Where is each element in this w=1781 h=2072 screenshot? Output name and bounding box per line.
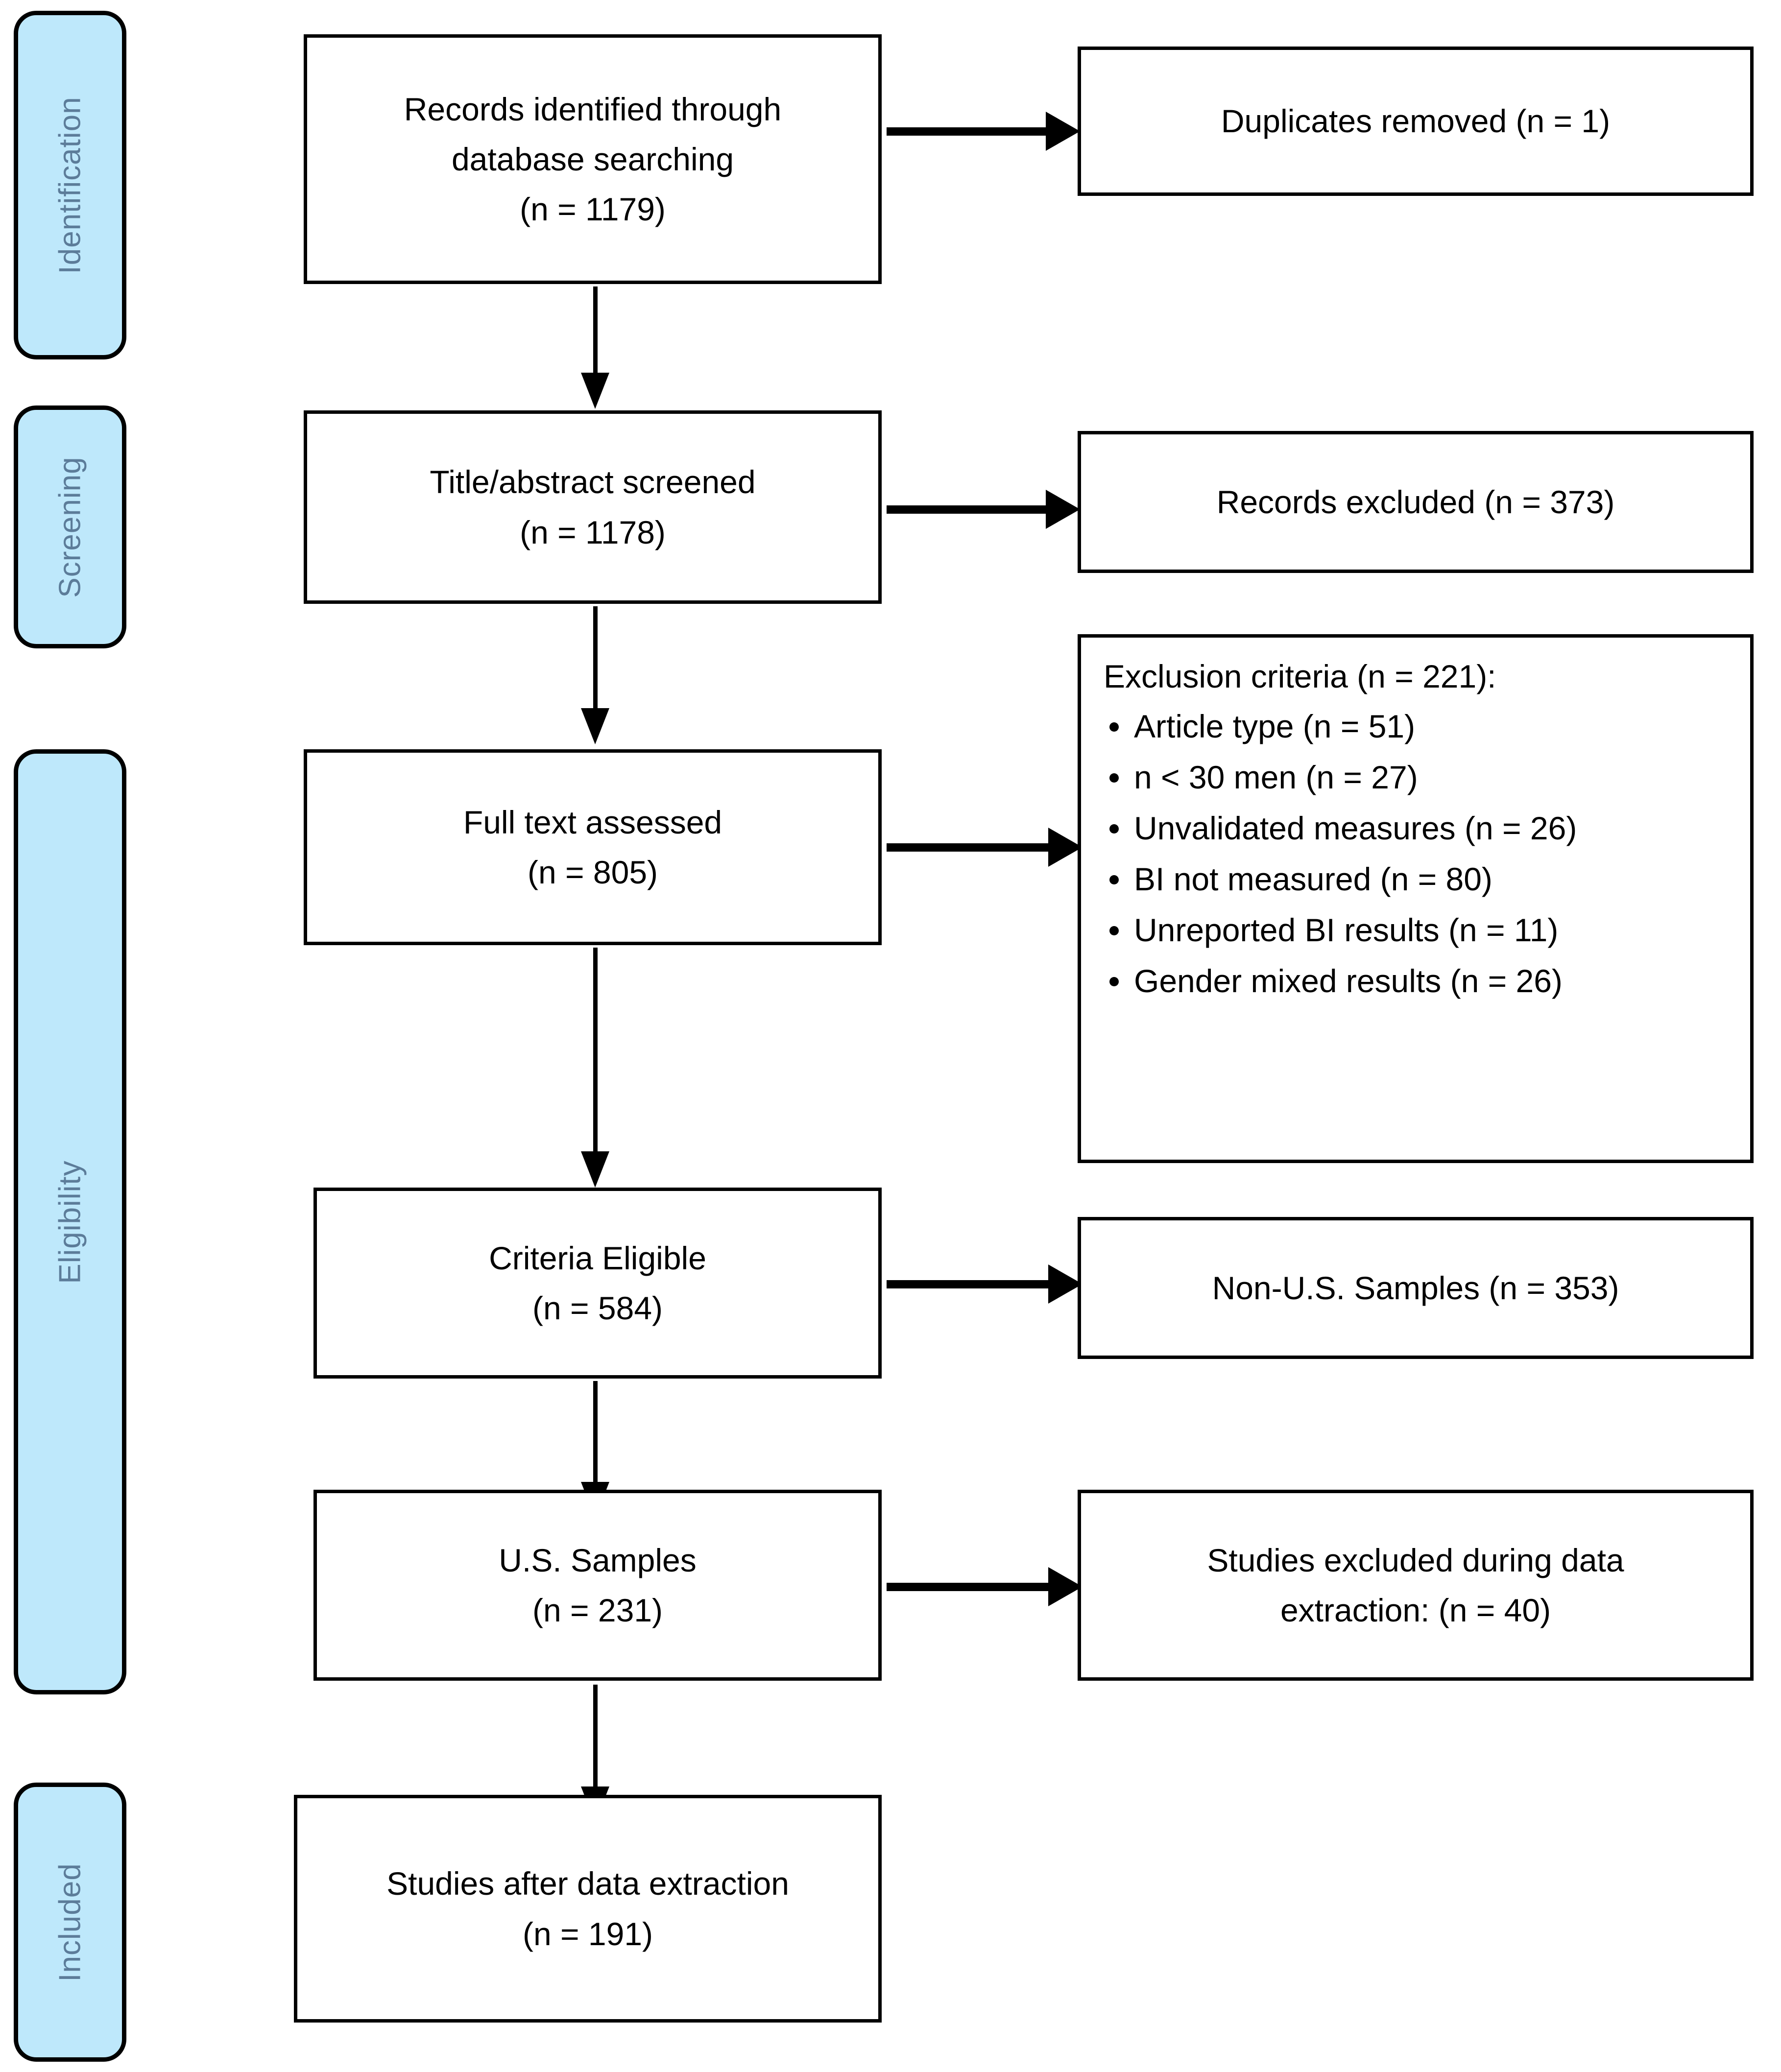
box-records-identified: Records identified through database sear…: [304, 34, 882, 284]
arrow-shaft: [593, 1685, 598, 1787]
studies-after-extraction-line-2: (n = 191): [523, 1915, 653, 1952]
arrow-screened-to-fulltext: [580, 606, 610, 744]
criteria-eligible-line-1: Criteria Eligible: [489, 1239, 706, 1276]
list-item: Unvalidated measures (n = 26): [1109, 810, 1733, 847]
box-records-excluded: Records excluded (n = 373): [1078, 431, 1754, 573]
arrow-shaft: [593, 948, 598, 1152]
bullet-icon: [1109, 824, 1119, 834]
box-title-abstract-screened: Title/abstract screened (n = 1178): [304, 410, 882, 604]
arrow-head: [1046, 490, 1080, 529]
stage-pill-screening: Screening: [14, 405, 126, 648]
arrow-head: [581, 373, 609, 409]
box-studies-excluded-extraction: Studies excluded during data extraction:…: [1078, 1490, 1754, 1681]
arrow-records-to-duplicates: [887, 112, 1080, 151]
arrow-fulltext-to-eligible: [580, 948, 610, 1188]
us-samples-line-2: (n = 231): [532, 1592, 663, 1628]
studies-excluded-extraction-line-2: extraction: (n = 40): [1280, 1592, 1551, 1628]
stage-label-eligibility: Eligibility: [53, 1160, 87, 1284]
box-studies-after-extraction: Studies after data extraction (n = 191): [294, 1795, 882, 2023]
duplicates-removed-line-1: Duplicates removed (n = 1): [1221, 103, 1611, 140]
exclusion-criteria-list: Article type (n = 51) n < 30 men (n = 27…: [1104, 708, 1733, 1000]
non-us-samples-line-1: Non-U.S. Samples (n = 353): [1212, 1269, 1619, 1306]
title-abstract-screened-line-2: (n = 1178): [520, 514, 666, 550]
full-text-assessed-line-1: Full text assessed: [463, 804, 722, 840]
title-abstract-screened-line-1: Title/abstract screened: [430, 464, 756, 500]
arrow-shaft: [593, 286, 598, 374]
arrow-shaft: [887, 505, 1048, 514]
list-item-label: Unreported BI results (n = 11): [1134, 911, 1559, 948]
records-excluded-line-1: Records excluded (n = 373): [1216, 483, 1615, 520]
box-duplicates-removed: Duplicates removed (n = 1): [1078, 47, 1754, 196]
arrow-ussamples-to-excluded-extraction: [887, 1567, 1083, 1606]
list-item: BI not measured (n = 80): [1109, 860, 1733, 898]
arrow-shaft: [887, 843, 1051, 852]
stage-label-identification: Identification: [53, 96, 87, 274]
arrow-head: [1048, 1264, 1083, 1304]
box-us-samples: U.S. Samples (n = 231): [313, 1490, 882, 1681]
arrow-shaft: [887, 1280, 1051, 1288]
list-item-label: Unvalidated measures (n = 26): [1134, 810, 1577, 846]
list-item-label: n < 30 men (n = 27): [1134, 759, 1418, 796]
list-item: Gender mixed results (n = 26): [1109, 962, 1733, 1000]
stage-pill-eligibility: Eligibility: [14, 749, 126, 1694]
box-exclusion-criteria: Exclusion criteria (n = 221): Article ty…: [1078, 634, 1754, 1163]
stage-pill-included: Included: [14, 1783, 126, 2062]
exclusion-criteria-title: Exclusion criteria (n = 221):: [1104, 658, 1496, 694]
full-text-assessed-line-2: (n = 805): [528, 854, 658, 890]
arrow-eligible-to-nonus: [887, 1264, 1083, 1304]
arrow-head: [581, 1151, 609, 1188]
arrow-records-to-screened: [580, 286, 610, 409]
bullet-icon: [1109, 926, 1119, 935]
arrow-shaft: [593, 606, 598, 709]
arrow-shaft: [593, 1381, 598, 1483]
arrow-head: [581, 708, 609, 744]
box-non-us-samples: Non-U.S. Samples (n = 353): [1078, 1217, 1754, 1359]
arrow-screened-to-excluded: [887, 490, 1080, 529]
box-criteria-eligible: Criteria Eligible (n = 584): [313, 1188, 882, 1379]
list-item: Article type (n = 51): [1109, 708, 1733, 745]
us-samples-line-1: U.S. Samples: [499, 1542, 697, 1578]
arrow-head: [1048, 1567, 1083, 1606]
records-identified-line-3: (n = 1179): [520, 191, 666, 228]
records-identified-line-1: Records identified through: [404, 91, 782, 127]
bullet-icon: [1109, 722, 1119, 732]
arrow-shaft: [887, 127, 1048, 136]
bullet-icon: [1109, 773, 1119, 783]
arrow-fulltext-to-exclusion: [887, 828, 1083, 867]
studies-excluded-extraction-line-1: Studies excluded during data: [1207, 1542, 1624, 1578]
records-identified-line-2: database searching: [451, 141, 734, 177]
stage-label-screening: Screening: [53, 456, 87, 598]
arrow-head: [1048, 828, 1083, 867]
list-item-label: Article type (n = 51): [1134, 708, 1416, 745]
bullet-icon: [1109, 875, 1119, 884]
bullet-icon: [1109, 976, 1119, 986]
list-item: n < 30 men (n = 27): [1109, 759, 1733, 796]
criteria-eligible-line-2: (n = 584): [532, 1290, 663, 1326]
studies-after-extraction-line-1: Studies after data extraction: [386, 1865, 789, 1902]
list-item-label: Gender mixed results (n = 26): [1134, 962, 1563, 999]
list-item: Unreported BI results (n = 11): [1109, 911, 1733, 949]
box-full-text-assessed: Full text assessed (n = 805): [304, 749, 882, 945]
list-item-label: BI not measured (n = 80): [1134, 860, 1492, 897]
stage-pill-identification: Identification: [14, 11, 126, 359]
arrow-head: [1046, 112, 1080, 151]
arrow-shaft: [887, 1583, 1051, 1591]
stage-label-included: Included: [53, 1862, 87, 1982]
